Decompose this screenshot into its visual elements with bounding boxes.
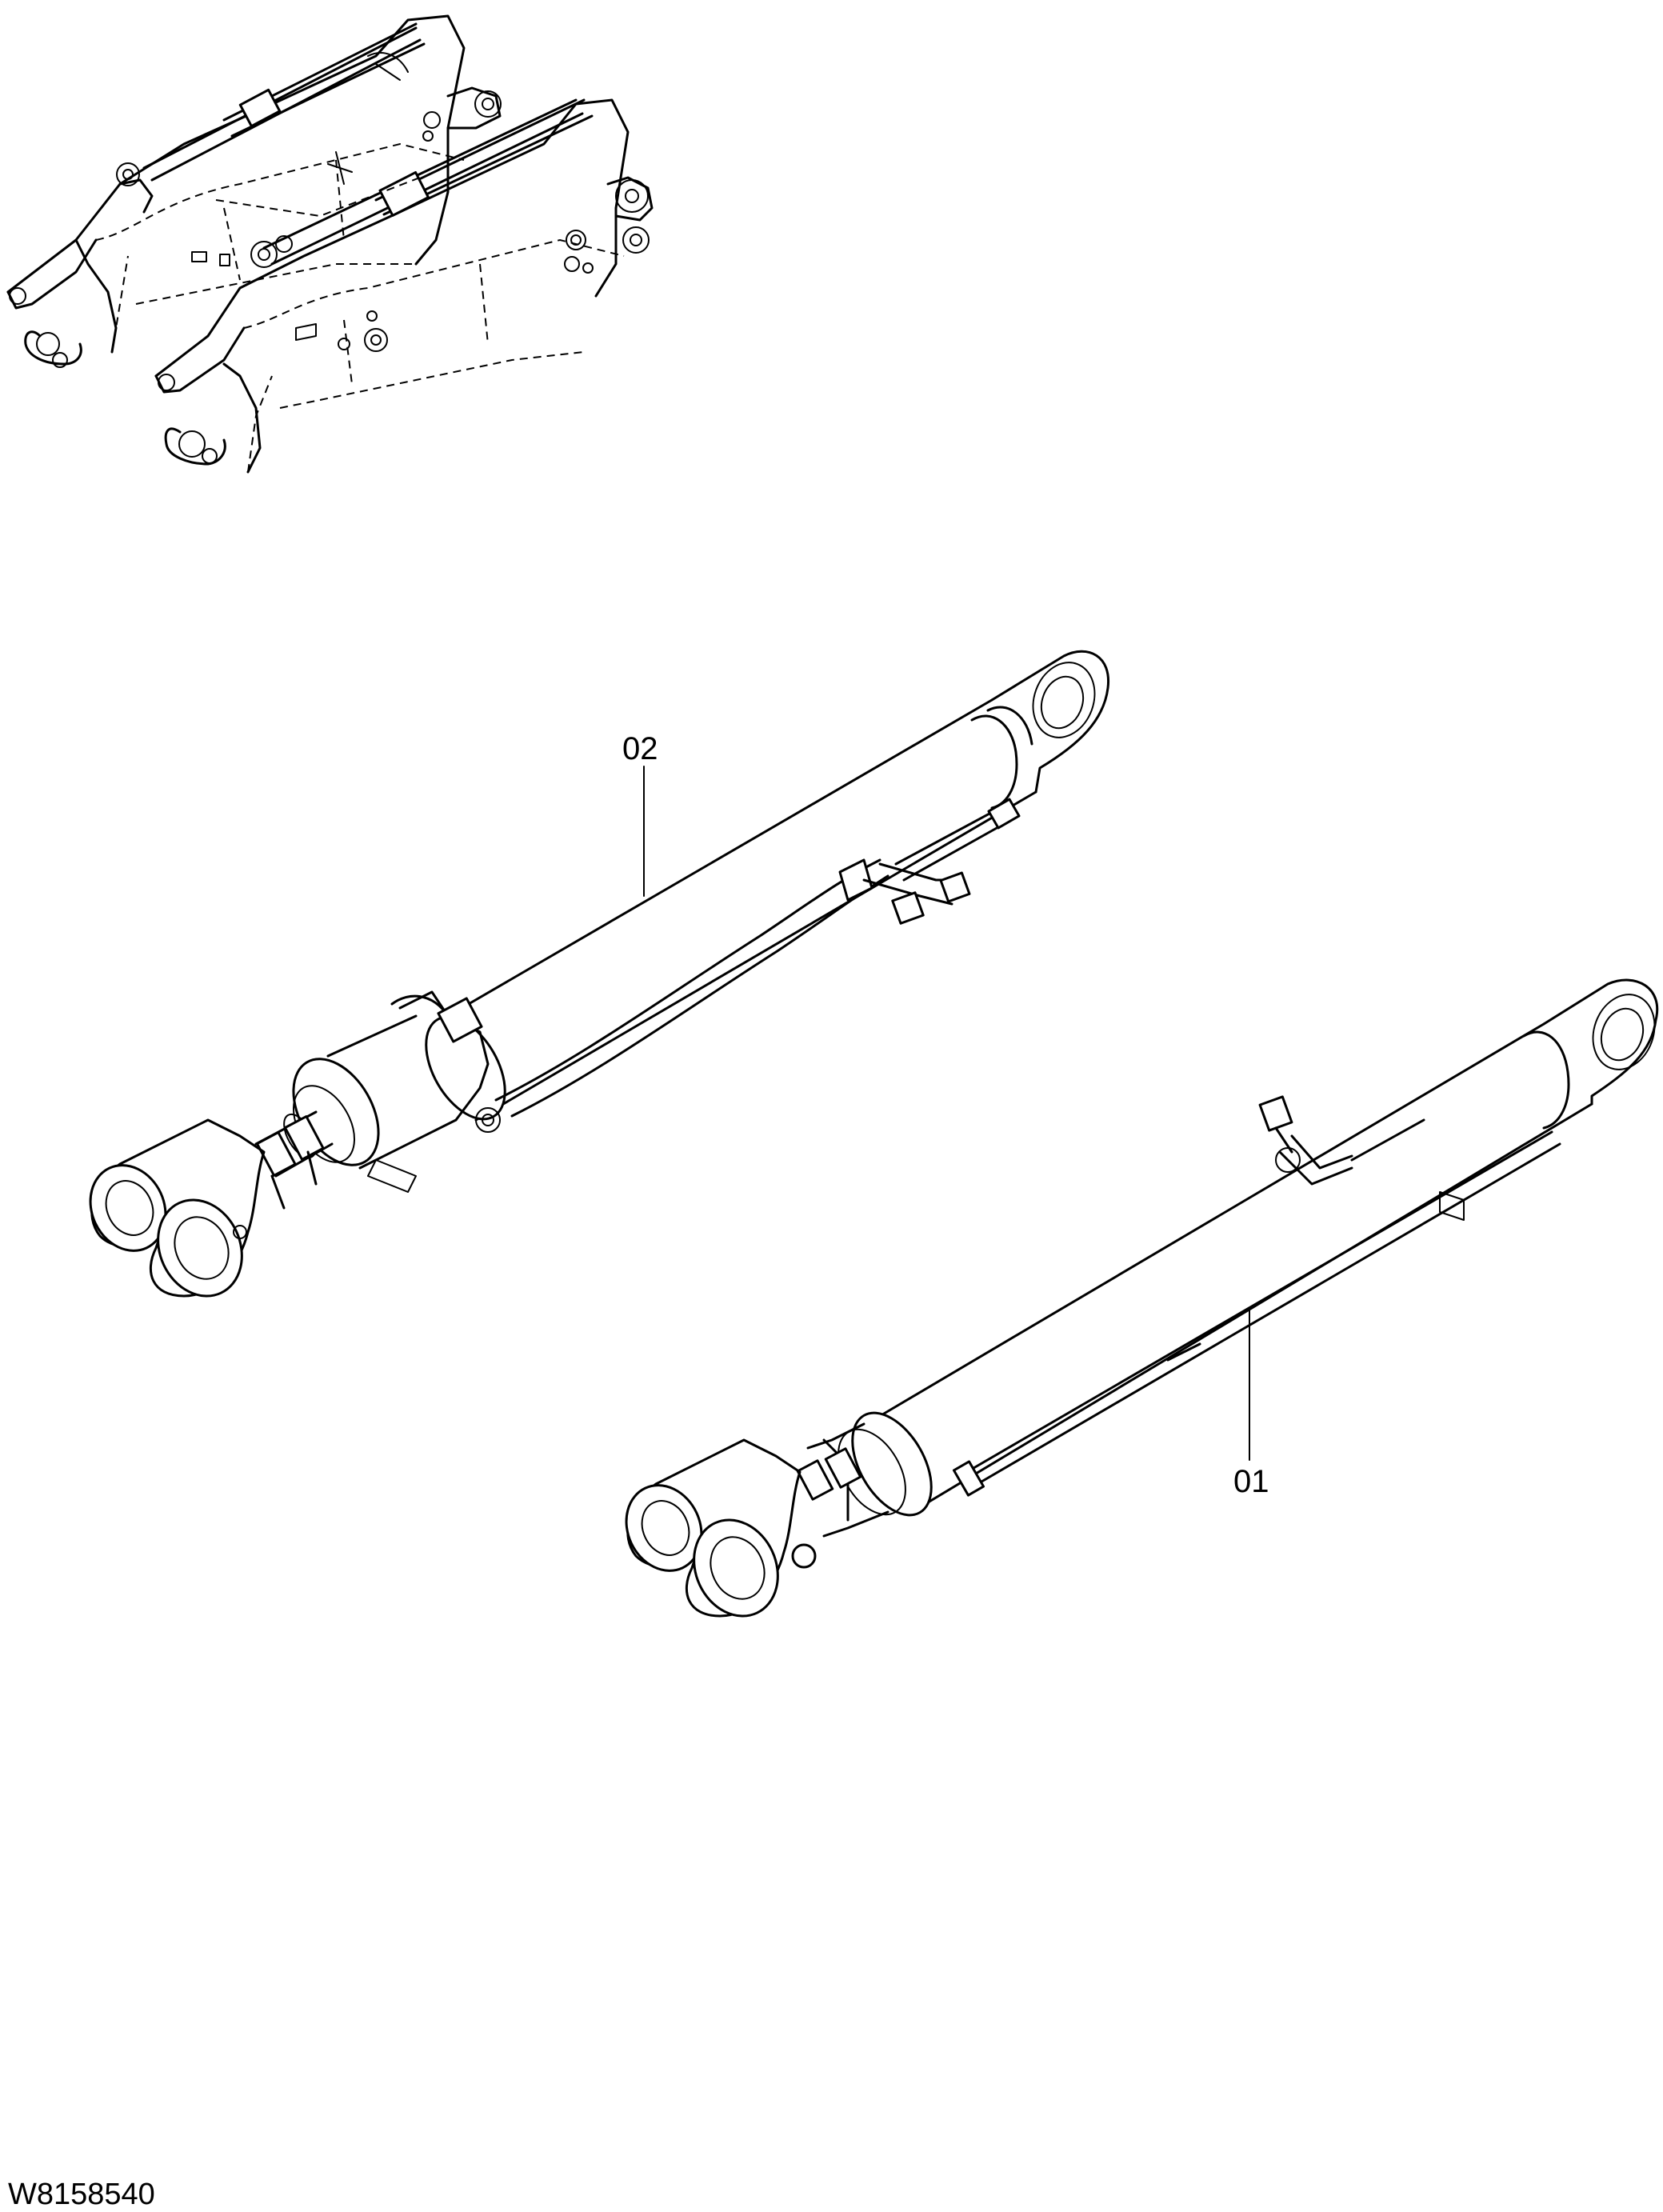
hydraulic-cylinder-02: [89, 650, 1110, 1298]
drawing-number: W8158540: [8, 2178, 155, 2211]
callout-01: 01: [1233, 1464, 1269, 1499]
callout-02: 02: [622, 731, 658, 766]
loader-arm-overview: [6, 14, 654, 474]
hydraulic-cylinder-01: [625, 978, 1659, 1618]
